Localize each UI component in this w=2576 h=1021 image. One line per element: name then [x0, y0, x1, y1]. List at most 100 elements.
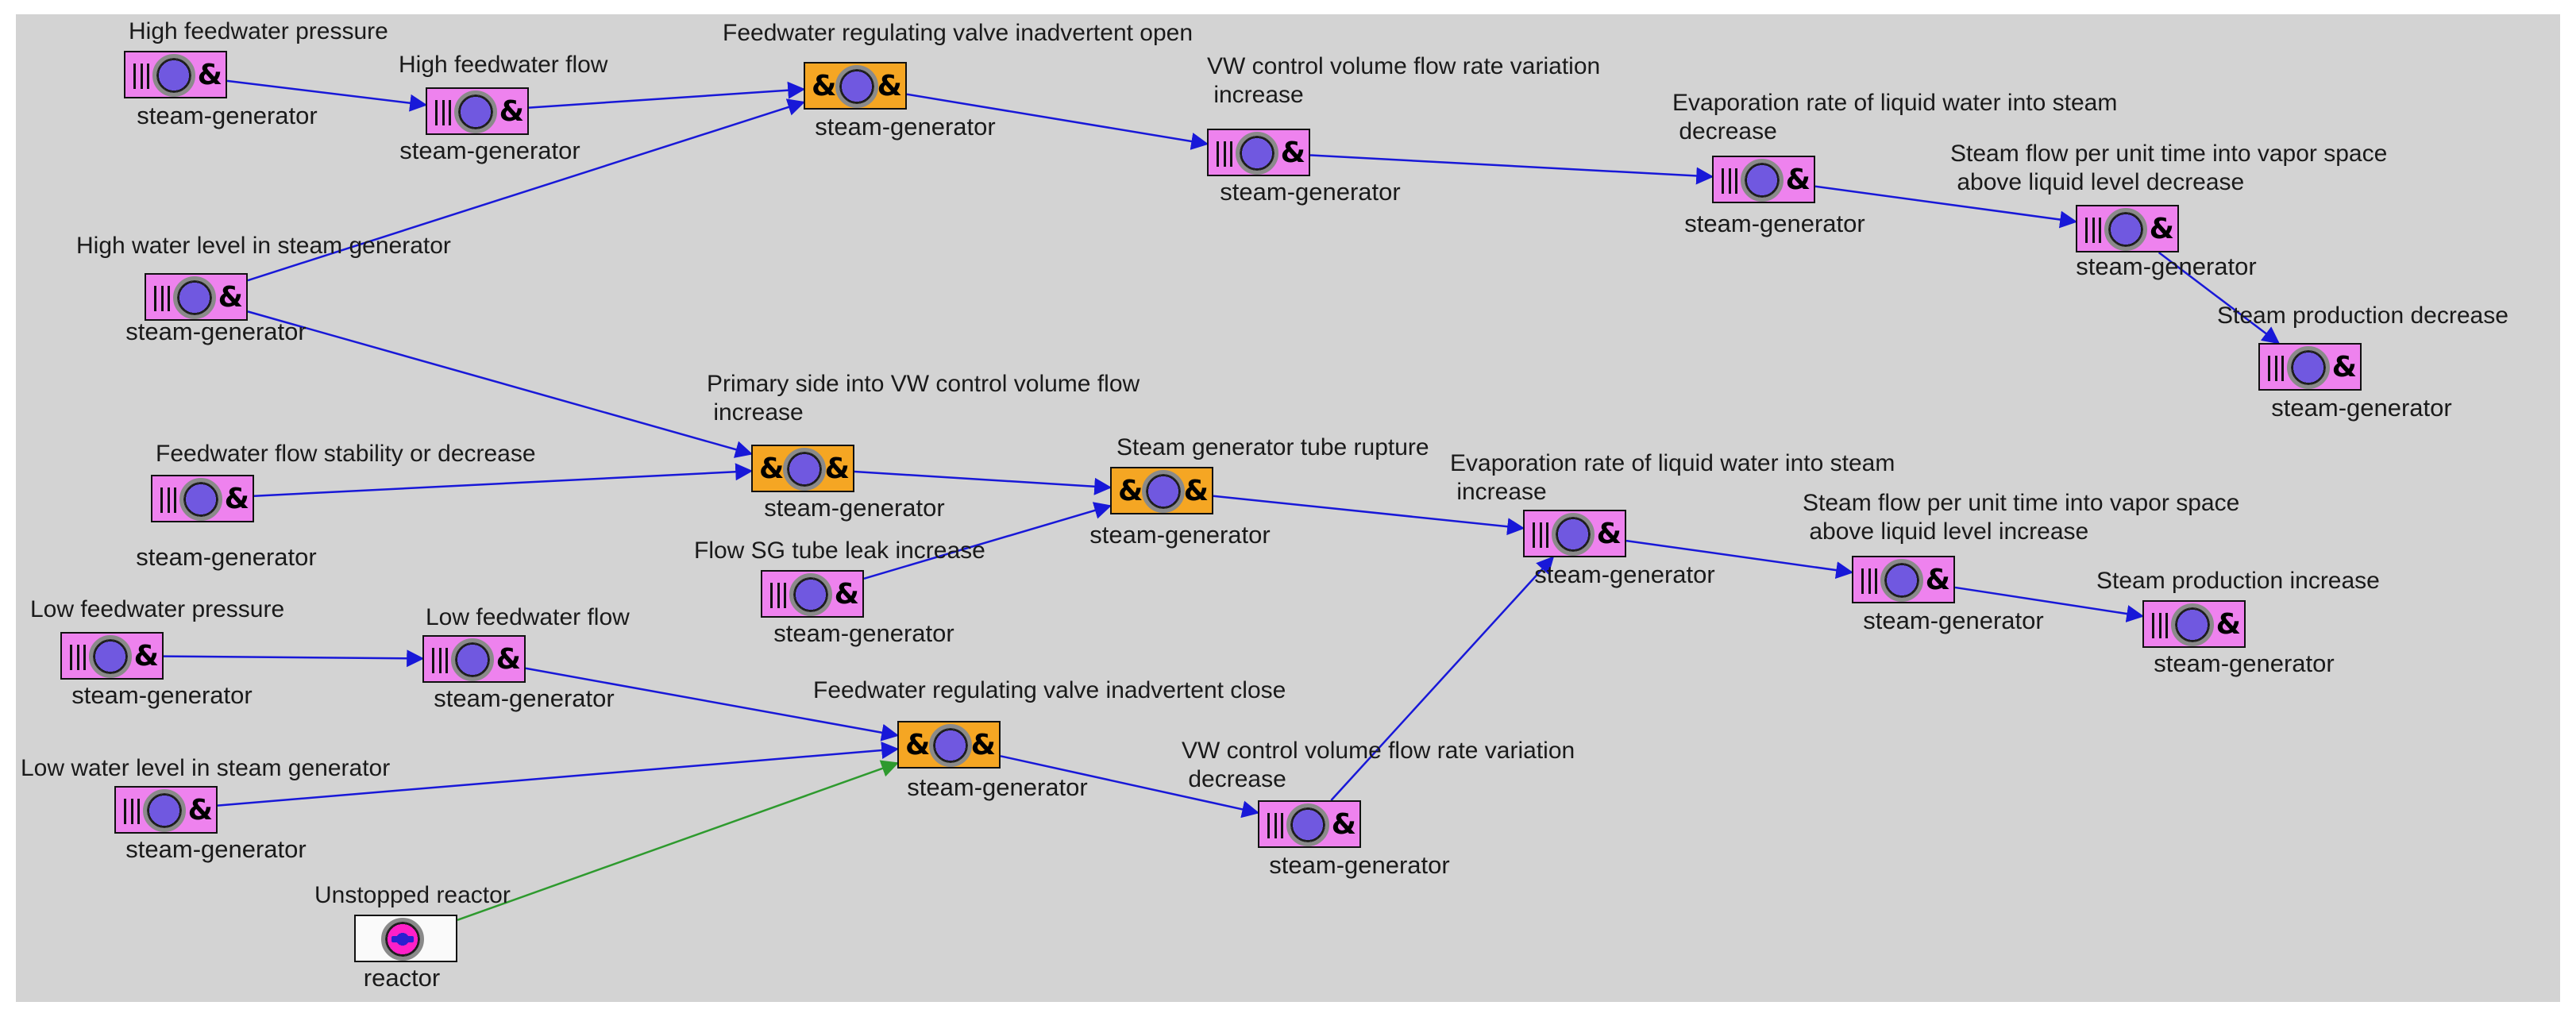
component-node-icon [789, 573, 832, 616]
edge-n1-to-n2 [226, 79, 428, 112]
bars-icon [1533, 522, 1548, 548]
node-title-low-feedwater-pressure: Low feedwater pressure [30, 596, 285, 622]
node-sub-label: steam-generator [2271, 394, 2452, 422]
ampersand-icon: & [2331, 351, 2357, 383]
ampersand-icon: & [2149, 213, 2174, 245]
node-sg-tube-rupture[interactable]: & & [1110, 467, 1213, 514]
node-sub-label: steam-generator [764, 494, 945, 522]
component-node-icon [1236, 132, 1278, 175]
ampersand-icon: & [834, 578, 859, 611]
node-sub-label: steam-generator [1534, 561, 1715, 588]
node-sub-label: steam-generator [125, 835, 307, 863]
node-fw-valve-inadvertent-close[interactable]: & & [897, 721, 1001, 769]
node-steam-flow-decrease[interactable]: & [2076, 205, 2179, 252]
node-sub-label: steam-generator [71, 681, 253, 709]
ampersand-icon: & [905, 729, 931, 761]
and-gate-node-icon [835, 65, 878, 108]
node-sub-label: steam-generator [1269, 851, 1450, 879]
node-low-feedwater-flow[interactable]: & [422, 635, 526, 683]
node-fw-flow-stability-decrease[interactable]: & [151, 475, 254, 522]
node-low-feedwater-pressure[interactable]: & [60, 632, 164, 680]
node-steam-production-decrease[interactable]: & [2258, 343, 2362, 391]
component-node-icon [1286, 803, 1329, 846]
node-title-unstopped-reactor: Unstopped reactor [314, 882, 511, 908]
ampersand-icon: & [187, 794, 213, 826]
node-title-low-feedwater-flow: Low feedwater flow [426, 604, 630, 630]
ampersand-icon: & [1183, 475, 1209, 507]
component-node-icon [454, 91, 497, 133]
node-fw-valve-inadvertent-open[interactable]: & & [804, 62, 907, 110]
component-node-icon [2287, 346, 2330, 389]
node-sub-label: steam-generator [136, 543, 317, 571]
node-sub-label: steam-generator [773, 619, 954, 647]
node-title-sg-tube-rupture: Steam generator tube rupture [1116, 434, 1429, 460]
component-node-icon [179, 478, 222, 521]
component-node-icon [2104, 208, 2147, 251]
edge-n18-to-n20 [1000, 755, 1260, 819]
node-title-steam-production-increase: Steam production increase [2096, 568, 2380, 594]
node-title-fw-flow-stability: Feedwater flow stability or decrease [156, 441, 536, 467]
edge-n9-to-n10 [253, 463, 754, 497]
bars-icon [154, 286, 170, 311]
node-steam-flow-increase[interactable]: & [1852, 556, 1955, 603]
bars-icon [1861, 568, 1877, 594]
node-title-steam-production-decrease: Steam production decrease [2217, 302, 2509, 329]
edge-n5-to-n6 [1814, 185, 2078, 229]
node-primary-side-flow-increase[interactable]: & & [751, 445, 854, 492]
edge-n21-to-n18 [457, 760, 900, 921]
edge-n14-to-n15 [1954, 586, 2145, 622]
bars-icon [770, 583, 786, 608]
ampersand-icon: & [824, 453, 850, 485]
bars-icon [432, 648, 448, 673]
node-sub-label: steam-generator [815, 113, 996, 141]
ampersand-icon: & [499, 95, 524, 128]
node-sub-label: steam-generator [1684, 210, 1865, 237]
node-steam-production-increase[interactable]: & [2142, 600, 2246, 648]
edge-n16-to-n17 [163, 649, 425, 668]
component-node-icon [1880, 559, 1923, 602]
node-unstopped-reactor[interactable] [354, 915, 457, 962]
edge-n6-to-n7 [2158, 252, 2281, 345]
component-node-icon [173, 276, 216, 319]
node-low-water-level[interactable]: & [114, 786, 218, 834]
node-sub-label: steam-generator [2076, 252, 2257, 280]
node-title-fw-valve-open: Feedwater regulating valve inadvertent o… [723, 20, 1194, 46]
bars-icon [435, 100, 451, 125]
node-high-feedwater-pressure[interactable]: & [124, 51, 227, 98]
bars-icon [133, 64, 149, 89]
node-vw-flow-rate-decrease[interactable]: & [1258, 800, 1361, 848]
node-vw-flow-rate-increase[interactable]: & [1207, 129, 1310, 176]
node-evaporation-increase[interactable]: & [1523, 510, 1626, 557]
edge-n4-to-n5 [1309, 154, 1714, 185]
node-flow-sg-tube-leak-increase[interactable]: & [761, 570, 864, 618]
node-title-fw-valve-close: Feedwater regulating valve inadvertent c… [813, 677, 1286, 703]
node-sub-label: steam-generator [125, 318, 307, 345]
node-title-evap-decrease: Evaporation rate of liquid water into st… [1672, 90, 2118, 144]
node-high-feedwater-flow[interactable]: & [426, 87, 529, 135]
ampersand-icon: & [1331, 808, 1356, 841]
edge-n13-to-n14 [1625, 539, 1854, 580]
ampersand-icon: & [1280, 137, 1305, 169]
edge-n12-to-n11 [863, 502, 1113, 580]
and-gate-node-icon [783, 448, 826, 491]
edge-n8-to-n3 [247, 98, 806, 282]
bars-icon [1722, 168, 1737, 194]
component-node-icon [152, 54, 195, 97]
node-sub-label: steam-generator [1089, 521, 1271, 549]
bars-icon [2085, 218, 2101, 243]
ampersand-icon: & [877, 70, 902, 102]
node-high-water-level[interactable]: & [145, 273, 248, 321]
edge-n19-to-n18 [217, 742, 900, 807]
ampersand-icon: & [496, 643, 521, 676]
ampersand-icon: & [970, 729, 996, 761]
bars-icon [124, 799, 140, 824]
edge-n20-to-n13 [1330, 556, 1555, 801]
node-title-sg-tube-leak: Flow SG tube leak increase [694, 537, 985, 564]
node-title-evap-increase: Evaporation rate of liquid water into st… [1450, 450, 1895, 505]
node-evaporation-decrease[interactable]: & [1712, 156, 1815, 203]
node-title-low-water-level: Low water level in steam generator [21, 755, 391, 781]
edge-n17-to-n18 [525, 667, 900, 742]
ampersand-icon: & [1118, 475, 1143, 507]
ampersand-icon: & [1785, 164, 1811, 196]
